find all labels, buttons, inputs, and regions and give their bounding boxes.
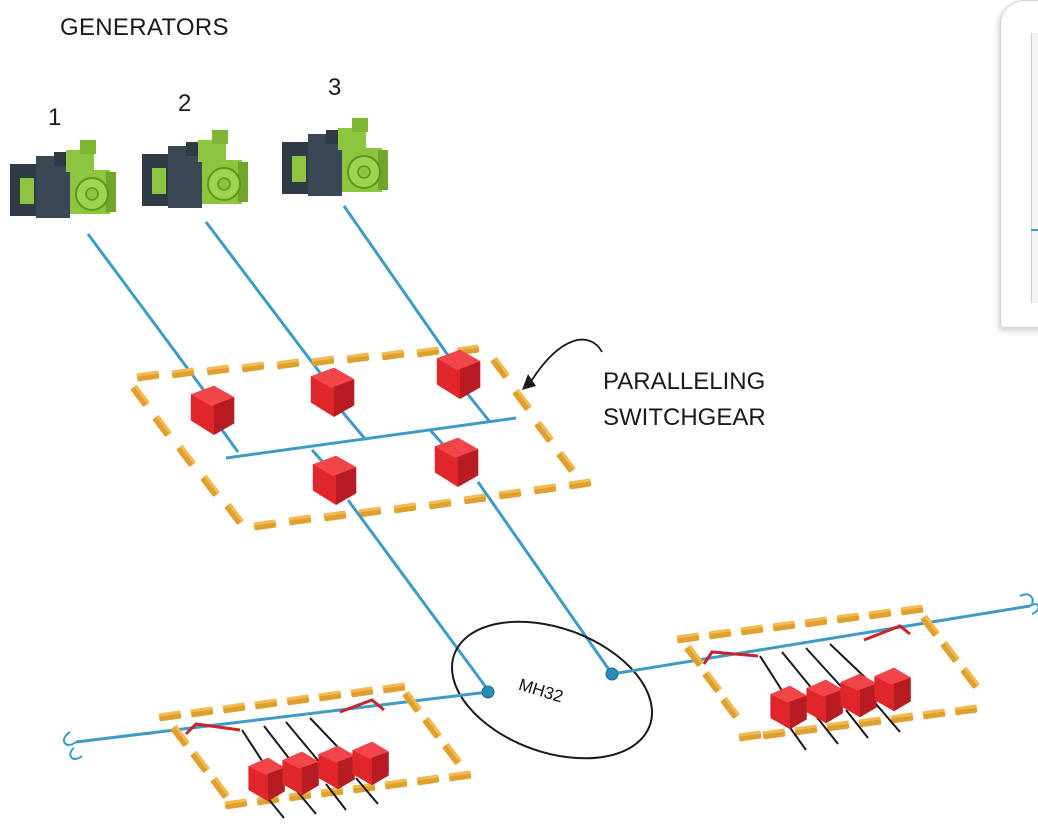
left-switchgear-enclosure [158, 682, 472, 810]
node-right [605, 667, 619, 681]
breaker-icon [282, 751, 319, 796]
breaker-gen3-icon [436, 349, 481, 399]
inset-panel-body [1031, 33, 1038, 303]
breaker-gen2-icon [310, 367, 355, 417]
breaker-icon [248, 757, 285, 802]
distribution-line [63, 593, 1038, 760]
inset-panel [1000, 0, 1038, 328]
breaker-icon [874, 667, 911, 712]
manhole-mh32 [450, 620, 654, 760]
generator-cables [86, 205, 456, 397]
generator-2-icon [141, 129, 249, 209]
inset-cable-line [1031, 229, 1038, 231]
switchgear-enclosure [130, 344, 592, 531]
node-left [481, 685, 495, 699]
breaker-icon [318, 745, 355, 790]
generator-1-label: 1 [48, 104, 62, 131]
generator-3-label: 3 [328, 74, 342, 101]
switchgear-label-line1: PARALLELING [603, 368, 766, 395]
feeder-cables [346, 481, 614, 691]
diagram-title: GENERATORS [60, 14, 229, 41]
callout-arrow-icon [522, 338, 603, 390]
breaker-gen1-icon [190, 385, 235, 435]
breaker-feeder-b-icon [434, 437, 479, 487]
generator-2-label: 2 [178, 90, 192, 117]
breaker-icon [770, 685, 807, 730]
left-switchgear-ties [184, 698, 385, 819]
generator-1-icon [9, 139, 117, 219]
switchgear-label-line2: SWITCHGEAR [603, 404, 766, 431]
breaker-icon [806, 679, 843, 724]
breaker-feeder-a-icon [312, 455, 357, 505]
generator-3-icon [281, 117, 389, 197]
